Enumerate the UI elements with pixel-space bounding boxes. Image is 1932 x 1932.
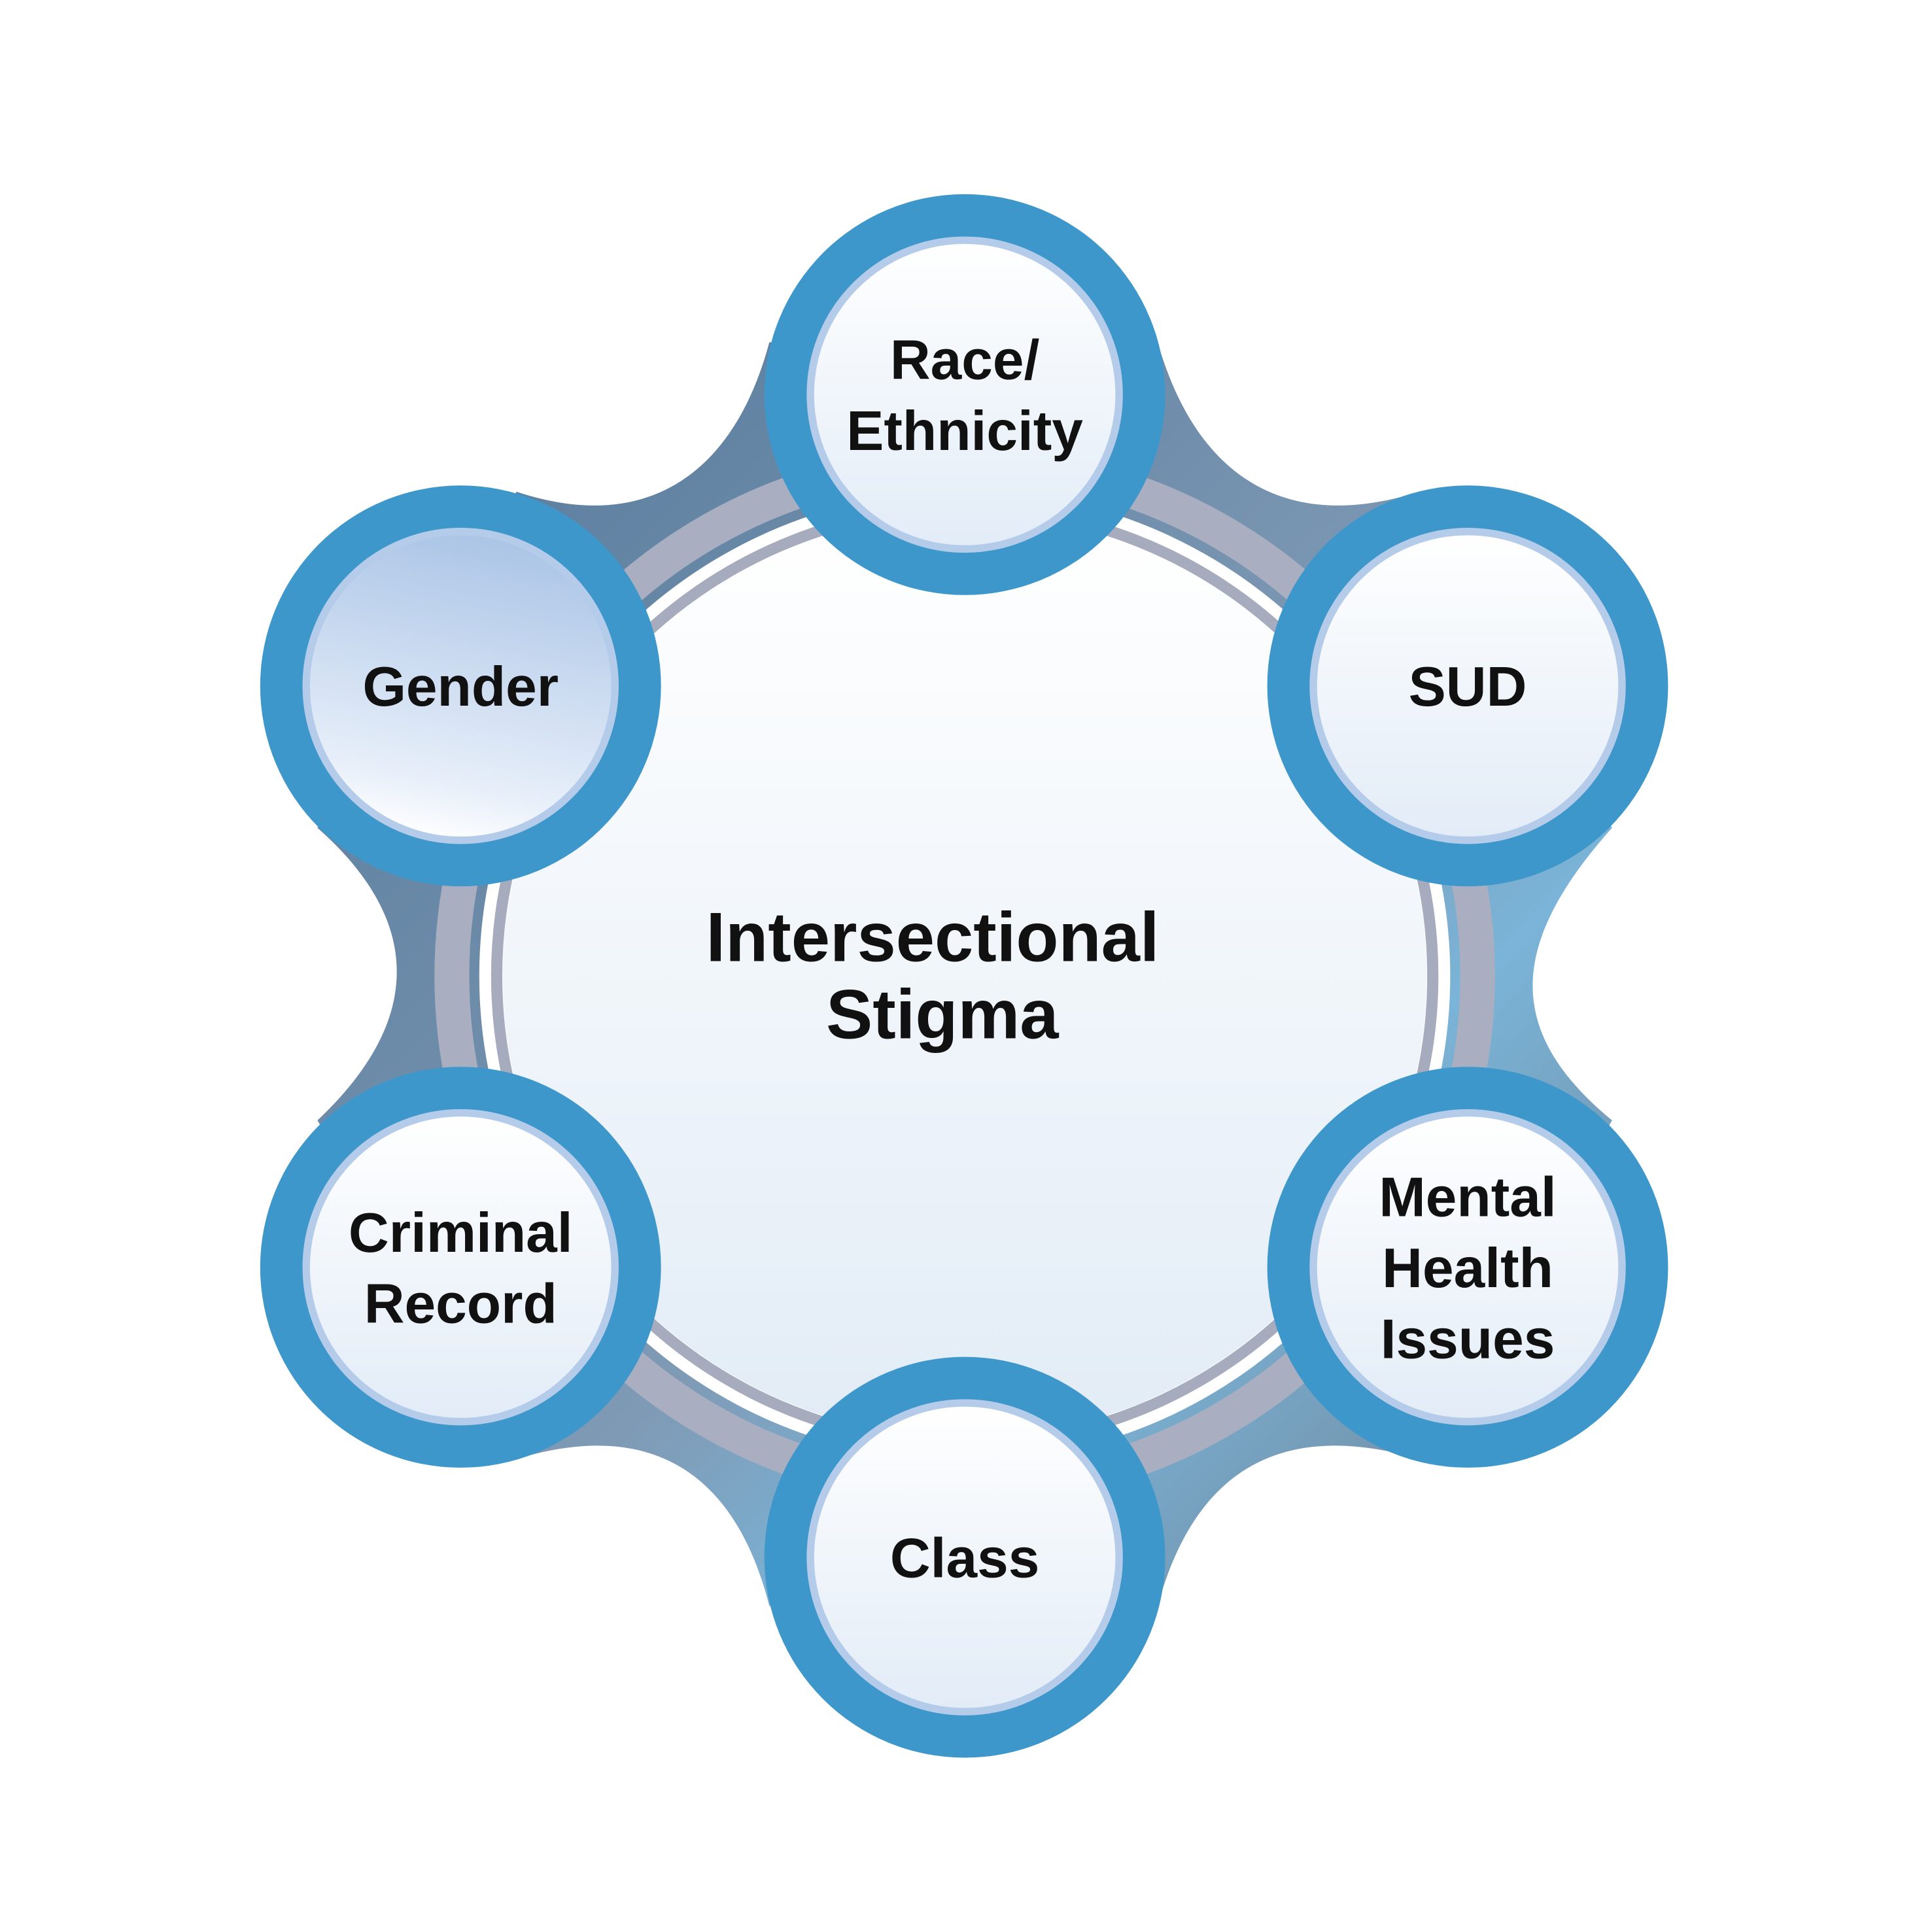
node-label: SUD <box>1409 655 1527 718</box>
center-disk <box>502 514 1427 1438</box>
node-class: Class <box>764 1356 1165 1758</box>
node-label-line: Criminal <box>349 1201 573 1264</box>
node-gender: Gender <box>260 485 661 887</box>
node-disk <box>1309 528 1626 844</box>
node-label-line: Class <box>890 1527 1040 1590</box>
center-title: Intersectional Stigma <box>706 898 1179 1053</box>
node-disk <box>302 528 619 844</box>
node-label: Race/Ethnicity <box>846 329 1083 462</box>
node-label-line: Issues <box>1381 1308 1555 1371</box>
node-sud: SUD <box>1267 485 1668 887</box>
node-label-line: Gender <box>362 655 559 718</box>
node-race: Race/Ethnicity <box>764 194 1165 595</box>
node-label: Gender <box>362 655 559 718</box>
node-label-line: Ethnicity <box>846 400 1083 462</box>
node-disk <box>1309 1109 1626 1426</box>
node-disk <box>302 1109 619 1426</box>
node-label-line: Mental <box>1379 1166 1556 1229</box>
node-disk <box>806 236 1123 553</box>
node-label-line: SUD <box>1409 655 1527 718</box>
node-label-line: Race/ <box>890 329 1040 392</box>
node-label-line: Health <box>1382 1237 1553 1300</box>
node-disk <box>806 1399 1123 1716</box>
node-label: Class <box>890 1527 1040 1590</box>
node-label-line: Record <box>364 1272 557 1335</box>
